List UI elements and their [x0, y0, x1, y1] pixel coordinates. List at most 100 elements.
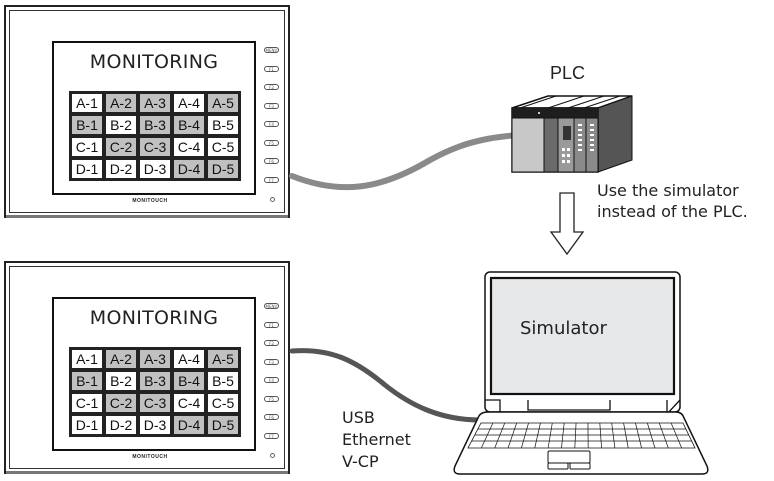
- grid-cell-a-3[interactable]: A-3: [139, 349, 171, 369]
- keyboard-key-divider: [599, 422, 602, 449]
- grid-cell-c-5[interactable]: C-5: [207, 137, 239, 157]
- keyboard-key-divider: [561, 422, 565, 449]
- grid-cell-c-5[interactable]: C-5: [207, 393, 239, 413]
- connection-types: USB Ethernet V-CP: [342, 407, 411, 473]
- connection-usb: USB: [342, 408, 375, 427]
- keyboard-key-divider: [623, 422, 629, 449]
- keyboard-key-divider: [611, 422, 616, 449]
- function-key-f4[interactable]: F4: [264, 121, 279, 127]
- screen-title: MONITORING: [89, 51, 219, 73]
- function-key-f4[interactable]: F4: [264, 377, 279, 383]
- function-key-menu[interactable]: MENU: [264, 303, 279, 309]
- keyboard-keys: [481, 422, 682, 449]
- function-key-f1[interactable]: F1: [264, 321, 279, 328]
- cable-hmi-to-laptop: [289, 348, 483, 423]
- grid-cell-d-2[interactable]: D-2: [105, 159, 137, 179]
- power-led-icon: [270, 453, 275, 458]
- grid-cell-d-1[interactable]: D-1: [71, 415, 103, 435]
- grid-cell-a-3[interactable]: A-3: [139, 93, 171, 113]
- function-key-f5[interactable]: F5: [264, 395, 279, 402]
- keyboard-key-divider: [521, 422, 529, 449]
- plc-icon: [511, 95, 633, 173]
- grid-cell-a-2[interactable]: A-2: [105, 93, 137, 113]
- grid-cell-a-4[interactable]: A-4: [173, 349, 205, 369]
- grid-cell-c-1[interactable]: C-1: [71, 137, 103, 157]
- function-key-f2[interactable]: F2: [264, 340, 279, 346]
- grid-cell-d-4[interactable]: D-4: [173, 159, 205, 179]
- keyboard-key-divider: [574, 422, 577, 449]
- keyboard-key-divider: [647, 422, 656, 449]
- keyboard-key-divider: [658, 422, 669, 449]
- grid-cell-a-4[interactable]: A-4: [173, 93, 205, 113]
- grid-cell-b-1[interactable]: B-1: [71, 115, 103, 135]
- grid-cell-d-1[interactable]: D-1: [71, 159, 103, 179]
- grid-cell-a-1[interactable]: A-1: [71, 93, 103, 113]
- grid-cell-d-5[interactable]: D-5: [207, 159, 239, 179]
- function-key-f1[interactable]: F1: [264, 65, 279, 72]
- simulator-note: Use the simulator instead of the PLC.: [597, 180, 748, 222]
- grid-cell-c-2[interactable]: C-2: [105, 393, 137, 413]
- keyboard-key-divider: [670, 422, 682, 449]
- grid-cell-c-4[interactable]: C-4: [173, 137, 205, 157]
- function-key-f2[interactable]: F2: [264, 84, 279, 90]
- function-key-f7[interactable]: F7: [264, 432, 279, 439]
- keyboard-icon: [467, 422, 696, 449]
- grid-cell-d-4[interactable]: D-4: [173, 415, 205, 435]
- grid-cell-b-1[interactable]: B-1: [71, 371, 103, 391]
- grid-cell-a-2[interactable]: A-2: [105, 349, 137, 369]
- keyboard-key-divider: [534, 422, 541, 449]
- grid-cell-b-2[interactable]: B-2: [105, 371, 137, 391]
- function-key-f3[interactable]: F3: [264, 358, 279, 365]
- grid-cell-d-5[interactable]: D-5: [207, 415, 239, 435]
- grid-cell-b-4[interactable]: B-4: [173, 371, 205, 391]
- grid-cell-a-5[interactable]: A-5: [207, 93, 239, 113]
- grid-cell-c-1[interactable]: C-1: [71, 393, 103, 413]
- function-key-f3[interactable]: F3: [264, 102, 279, 109]
- keyboard-key-divider: [481, 422, 494, 449]
- brand-logo: MONITOUCH: [132, 198, 168, 204]
- grid-cell-c-3[interactable]: C-3: [139, 137, 171, 157]
- note-line-1: Use the simulator: [597, 181, 739, 200]
- grid-cell-a-5[interactable]: A-5: [207, 349, 239, 369]
- function-key-f5[interactable]: F5: [264, 139, 279, 146]
- power-led-icon: [270, 197, 275, 202]
- grid-cell-d-2[interactable]: D-2: [105, 415, 137, 435]
- grid-cell-c-4[interactable]: C-4: [173, 393, 205, 413]
- plc-label: PLC: [550, 63, 586, 83]
- grid-cell-b-3[interactable]: B-3: [139, 115, 171, 135]
- grid-cell-b-3[interactable]: B-3: [139, 371, 171, 391]
- function-key-f7[interactable]: F7: [264, 176, 279, 183]
- grid-cell-b-4[interactable]: B-4: [173, 115, 205, 135]
- function-key-f6[interactable]: F6: [264, 158, 279, 164]
- grid-cell-d-3[interactable]: D-3: [139, 415, 171, 435]
- down-arrow-icon: [549, 192, 585, 256]
- keyboard-key-divider: [547, 422, 553, 449]
- connection-vcp: V-CP: [342, 452, 379, 471]
- grid-cell-b-2[interactable]: B-2: [105, 115, 137, 135]
- keyboard-key-divider: [494, 422, 506, 449]
- keyboard-key-divider: [635, 422, 642, 449]
- keyboard-key-divider: [507, 422, 517, 449]
- laptop-icon: [453, 271, 709, 475]
- function-key-f6[interactable]: F6: [264, 414, 279, 420]
- grid-cell-b-5[interactable]: B-5: [207, 371, 239, 391]
- brand-logo: MONITOUCH: [132, 454, 168, 460]
- grid-cell-c-2[interactable]: C-2: [105, 137, 137, 157]
- grid-cell-a-1[interactable]: A-1: [71, 349, 103, 369]
- grid-cell-b-5[interactable]: B-5: [207, 115, 239, 135]
- grid-cell-c-3[interactable]: C-3: [139, 393, 171, 413]
- connection-ethernet: Ethernet: [342, 430, 411, 449]
- note-line-2: instead of the PLC.: [597, 202, 748, 221]
- laptop-screen-label: Simulator: [520, 318, 607, 339]
- function-key-menu[interactable]: MENU: [264, 47, 279, 53]
- grid-cell-d-3[interactable]: D-3: [139, 159, 171, 179]
